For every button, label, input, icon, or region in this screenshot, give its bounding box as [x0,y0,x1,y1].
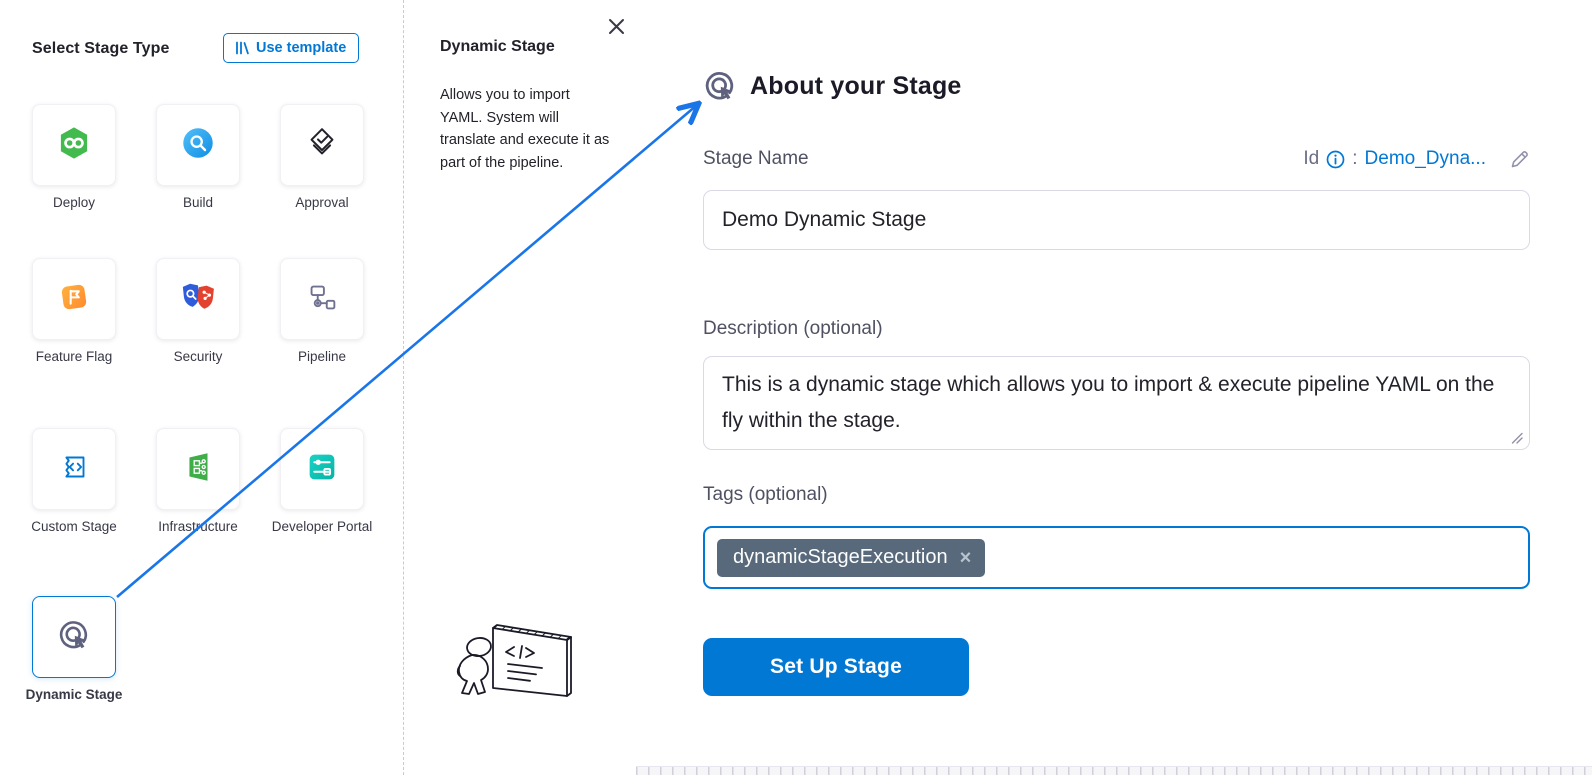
developer-portal-icon [303,448,341,491]
edit-pencil-icon[interactable] [1509,149,1530,170]
pipeline-icon [303,278,341,321]
tile-label-feature-flag: Feature Flag [35,349,113,364]
tile-label-deploy: Deploy [52,195,96,210]
security-icon [178,278,218,321]
set-up-stage-button[interactable]: Set Up Stage [703,638,969,696]
use-template-button[interactable]: Use template [223,33,360,63]
use-template-label: Use template [256,40,347,56]
drawer-description: Allows you to import YAML. System will t… [440,87,610,171]
whiteboard-presenter-illustration [448,614,583,729]
tags-label: Tags (optional) [703,484,828,505]
drawer-title: Dynamic Stage [440,38,555,55]
panel-title: Select Stage Type [32,40,170,57]
tile-label-dynamic-stage: Dynamic Stage [25,687,123,702]
id-colon: : [1352,148,1358,169]
dynamic-stage-icon [54,615,94,660]
info-icon[interactable] [1326,150,1345,169]
infrastructure-icon [179,448,217,491]
pipeline-canvas-edge [636,766,1592,775]
tag-remove-icon[interactable]: × [959,546,972,569]
approval-icon [303,124,341,167]
stage-type-panel: Select Stage Type Use template [0,0,404,775]
stage-tile-custom-stage[interactable] [32,428,116,510]
custom-stage-icon [55,448,93,491]
stage-name-label: Stage Name [703,148,809,169]
library-icon [234,40,250,56]
stage-tile-security[interactable] [156,258,240,340]
tile-label-security: Security [173,349,223,364]
stage-tile-developer-portal[interactable] [280,428,364,510]
tag-chip-label: dynamicStageExecution [733,546,948,568]
stage-tile-infrastructure[interactable] [156,428,240,510]
stage-tile-deploy[interactable] [32,104,116,186]
tile-label-developer-portal: Developer Portal [271,519,373,534]
stage-tile-dynamic-stage[interactable] [32,596,116,678]
dynamic-stage-icon [700,66,740,106]
resize-handle-icon[interactable] [1511,431,1523,444]
id-value[interactable]: Demo_Dyna... [1364,148,1486,169]
stage-tile-pipeline[interactable] [280,258,364,340]
id-label: Id [1303,148,1320,169]
feature-flag-icon [55,278,93,321]
tile-label-infrastructure: Infrastructure [158,519,238,534]
stage-name-input[interactable] [703,190,1530,250]
stage-tile-feature-flag[interactable] [32,258,116,340]
close-icon[interactable] [604,14,628,38]
tile-label-pipeline: Pipeline [297,349,347,364]
build-icon [179,124,217,167]
tile-label-approval: Approval [295,195,349,210]
stage-id-row: Id : Demo_Dyna... [703,148,1530,170]
description-label: Description (optional) [703,318,883,339]
description-textarea[interactable]: This is a dynamic stage which allows you… [703,356,1530,450]
tags-input[interactable]: dynamicStageExecution × [703,526,1530,589]
deploy-icon [55,124,93,167]
stage-tile-build[interactable] [156,104,240,186]
about-stage-header: About your Stage [700,66,962,106]
tile-label-build: Build [182,195,214,210]
stage-tile-approval[interactable] [280,104,364,186]
tag-chip: dynamicStageExecution × [717,538,986,577]
tile-label-custom-stage: Custom Stage [31,519,117,534]
about-stage-title: About your Stage [750,71,962,100]
